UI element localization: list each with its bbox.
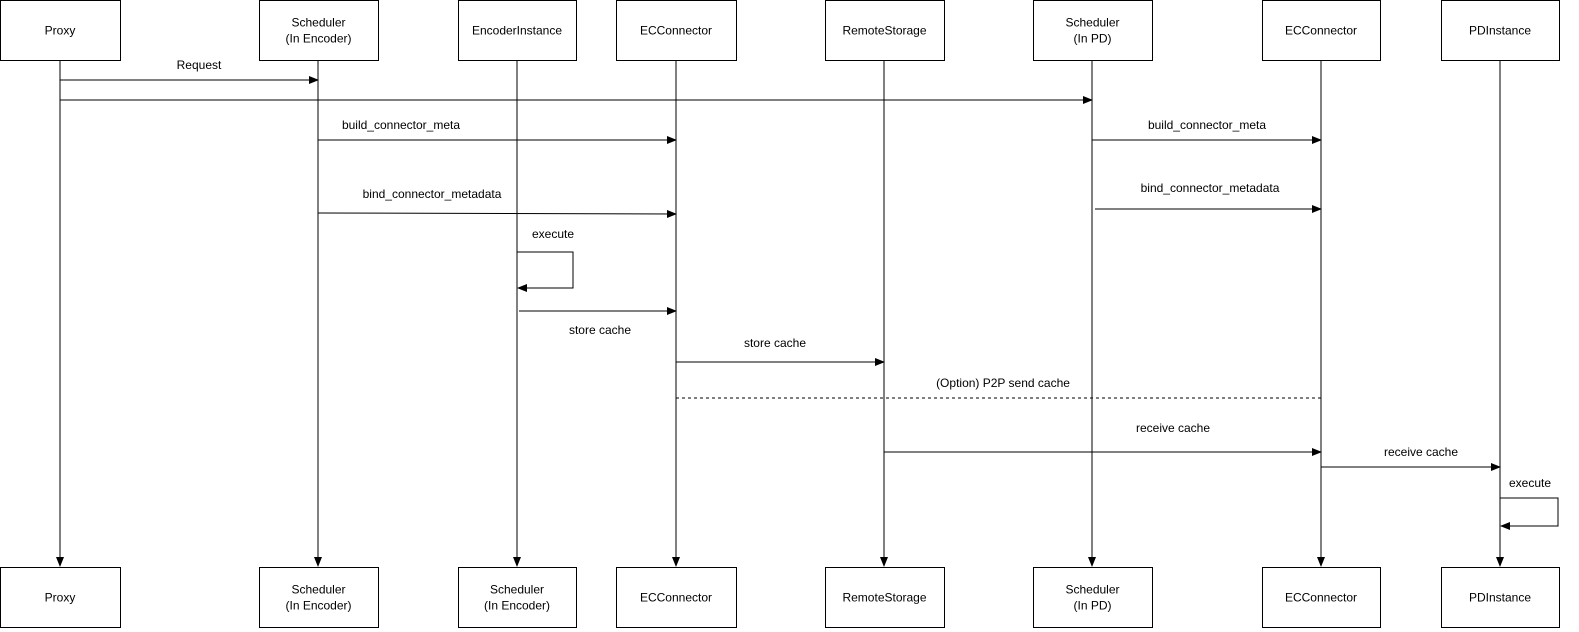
participant-bottom-label-scheduler-encoder: Scheduler [291, 583, 345, 597]
participant-bottom-box-remote-storage [825, 567, 945, 628]
participant-bottom-label-encoder-instance: Scheduler [490, 583, 544, 597]
participant-bottom-label-scheduler-encoder: (In Encoder) [285, 599, 351, 613]
message-label-execute-enc: execute [532, 227, 574, 241]
message-arrow-execute-pd [1500, 497, 1559, 530]
participant-top-label-scheduler-encoder: (In Encoder) [285, 32, 351, 46]
participant-bottom-remote-storage: RemoteStorage [825, 567, 945, 628]
message-build-meta-enc: build_connector_meta [318, 118, 677, 144]
participant-top-box-scheduler-pd [1033, 0, 1153, 61]
message-label-receive-cache-2: receive cache [1384, 445, 1458, 459]
participants-bottom: Proxy Scheduler (In Encoder) Scheduler (In E… [0, 567, 1560, 628]
participant-bottom-pd-instance: PDInstance [1441, 567, 1560, 628]
participant-bottom-proxy: Proxy [0, 567, 121, 628]
message-build-meta-pd: build_connector_meta [1092, 118, 1322, 144]
messages: Request build_connector_meta build_connect… [60, 58, 1559, 530]
message-label-build-meta-pd: build_connector_meta [1148, 118, 1266, 132]
participant-top-encoder-instance: EncoderInstance [458, 0, 577, 61]
participant-top-label-ecconnector-2: ECConnector [1285, 24, 1357, 38]
participant-top-box-remote-storage [825, 0, 945, 61]
message-label-execute-pd: execute [1509, 476, 1551, 490]
participant-bottom-encoder-instance: Scheduler (In Encoder) [458, 567, 577, 628]
message-label-bind-meta-pd: bind_connector_metadata [1141, 181, 1280, 195]
participant-top-pd-instance: PDInstance [1441, 0, 1560, 61]
message-execute-pd: execute [1500, 476, 1559, 530]
message-execute-enc: execute [517, 227, 574, 292]
participant-top-label-proxy: Proxy [45, 24, 76, 38]
participant-top-label-remote-storage: RemoteStorage [842, 24, 926, 38]
message-arrow-execute-enc [517, 251, 574, 292]
participant-top-label-pd-instance: PDInstance [1469, 24, 1531, 38]
message-label-bind-meta-enc: bind_connector_metadata [363, 187, 502, 201]
lifelines [56, 61, 1504, 567]
participant-bottom-box-pd-instance [1441, 567, 1560, 628]
participant-bottom-label-encoder-instance: (In Encoder) [484, 599, 550, 613]
message-request: Request [60, 58, 319, 84]
participant-top-label-encoder-instance: EncoderInstance [472, 24, 562, 38]
participant-top-box-ecconnector-2 [1262, 0, 1381, 61]
message-label-request: Request [177, 58, 222, 72]
participant-bottom-box-ecconnector-2 [1262, 567, 1381, 628]
message-bind-meta-enc: bind_connector_metadata [317, 187, 677, 218]
participant-top-ecconnector-2: ECConnector [1262, 0, 1381, 61]
participant-bottom-box-scheduler-pd [1033, 567, 1153, 628]
message-receive-cache-1: receive cache [884, 421, 1322, 456]
participant-top-box-proxy [0, 0, 121, 61]
participant-bottom-label-ecconnector-2: ECConnector [1285, 591, 1357, 605]
participant-bottom-label-proxy: Proxy [45, 591, 76, 605]
message-label-p2p-send: (Option) P2P send cache [936, 376, 1070, 390]
participant-bottom-scheduler-encoder: Scheduler (In Encoder) [259, 567, 379, 628]
participant-bottom-box-encoder-instance [458, 567, 577, 628]
message-label-store-cache-2: store cache [744, 336, 806, 350]
participant-top-scheduler-encoder: Scheduler (In Encoder) [259, 0, 379, 61]
message-receive-cache-2: receive cache [1321, 445, 1501, 471]
participant-top-label-scheduler-encoder: Scheduler [291, 16, 345, 30]
message-arrow-bind-meta-enc [317, 209, 677, 218]
participant-bottom-ecconnector-2: ECConnector [1262, 567, 1381, 628]
participant-top-ecconnector-1: ECConnector [616, 0, 737, 61]
message-label-receive-cache-1: receive cache [1136, 421, 1210, 435]
participant-top-box-scheduler-encoder [259, 0, 379, 61]
participant-top-label-ecconnector-1: ECConnector [640, 24, 712, 38]
participant-bottom-scheduler-pd: Scheduler (In PD) [1033, 567, 1153, 628]
participant-top-remote-storage: RemoteStorage [825, 0, 945, 61]
participant-bottom-label-pd-instance: PDInstance [1469, 591, 1531, 605]
participant-top-proxy: Proxy [0, 0, 121, 61]
message-p2p-send: (Option) P2P send cache [676, 376, 1321, 399]
message-bind-meta-pd: bind_connector_metadata [1095, 181, 1322, 213]
participant-bottom-box-ecconnector-1 [616, 567, 737, 628]
participant-bottom-box-scheduler-encoder [259, 567, 379, 628]
message-label-build-meta-enc: build_connector_meta [342, 118, 460, 132]
message-store-cache-1: store cache [519, 307, 677, 337]
participant-bottom-label-scheduler-pd: Scheduler [1065, 583, 1119, 597]
message-store-cache-2: store cache [676, 336, 885, 366]
participant-bottom-label-scheduler-pd: (In PD) [1073, 599, 1111, 613]
participants-top: Proxy Scheduler (In Encoder) EncoderInstanc… [0, 0, 1560, 61]
participant-bottom-box-proxy [0, 567, 121, 628]
participant-bottom-label-ecconnector-1: ECConnector [640, 591, 712, 605]
participant-top-box-ecconnector-1 [616, 0, 737, 61]
participant-top-label-scheduler-pd: (In PD) [1073, 32, 1111, 46]
message-label-store-cache-1: store cache [569, 323, 631, 337]
participant-top-box-encoder-instance [458, 0, 577, 61]
participant-bottom-label-remote-storage: RemoteStorage [842, 591, 926, 605]
participant-top-box-pd-instance [1441, 0, 1560, 61]
participant-top-scheduler-pd: Scheduler (In PD) [1033, 0, 1153, 61]
participant-bottom-ecconnector-1: ECConnector [616, 567, 737, 628]
participant-top-label-scheduler-pd: Scheduler [1065, 16, 1119, 30]
